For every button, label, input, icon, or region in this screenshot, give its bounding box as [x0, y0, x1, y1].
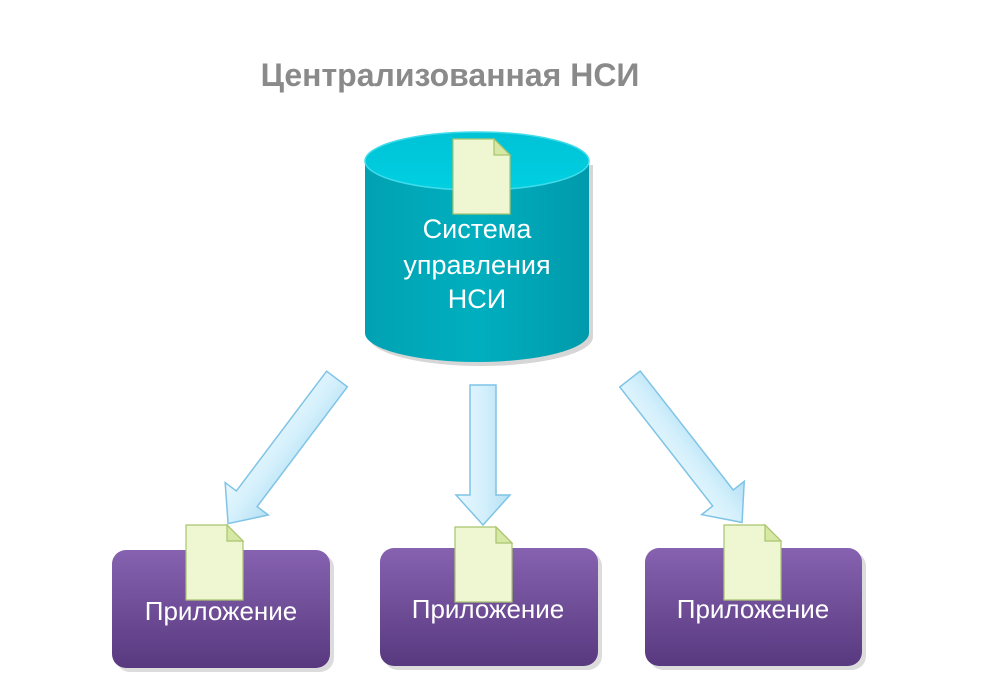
application-box-1: Приложение	[112, 524, 334, 672]
arrow-to-application-2	[454, 384, 512, 527]
central-document-icon	[452, 138, 511, 215]
application-1-label: Приложение	[145, 596, 298, 626]
application-3-document-icon	[723, 524, 782, 601]
application-box-3: Приложение	[645, 524, 866, 670]
arrow-to-application-1	[224, 370, 349, 525]
application-3-label: Приложение	[677, 594, 830, 624]
central-label-line-2: управления	[403, 250, 550, 280]
application-box-2: Приложение	[380, 526, 602, 670]
application-2-label: Приложение	[412, 594, 565, 624]
application-2-document-icon	[454, 526, 513, 603]
application-1-document-icon	[185, 524, 244, 601]
arrow-to-application-3	[618, 369, 746, 524]
diagram-title: Централизованная НСИ	[261, 57, 640, 93]
central-label-line-1: Система	[423, 214, 533, 244]
central-label-line-3: НСИ	[448, 284, 506, 314]
central-database-cylinder: Система управления НСИ	[364, 131, 593, 366]
